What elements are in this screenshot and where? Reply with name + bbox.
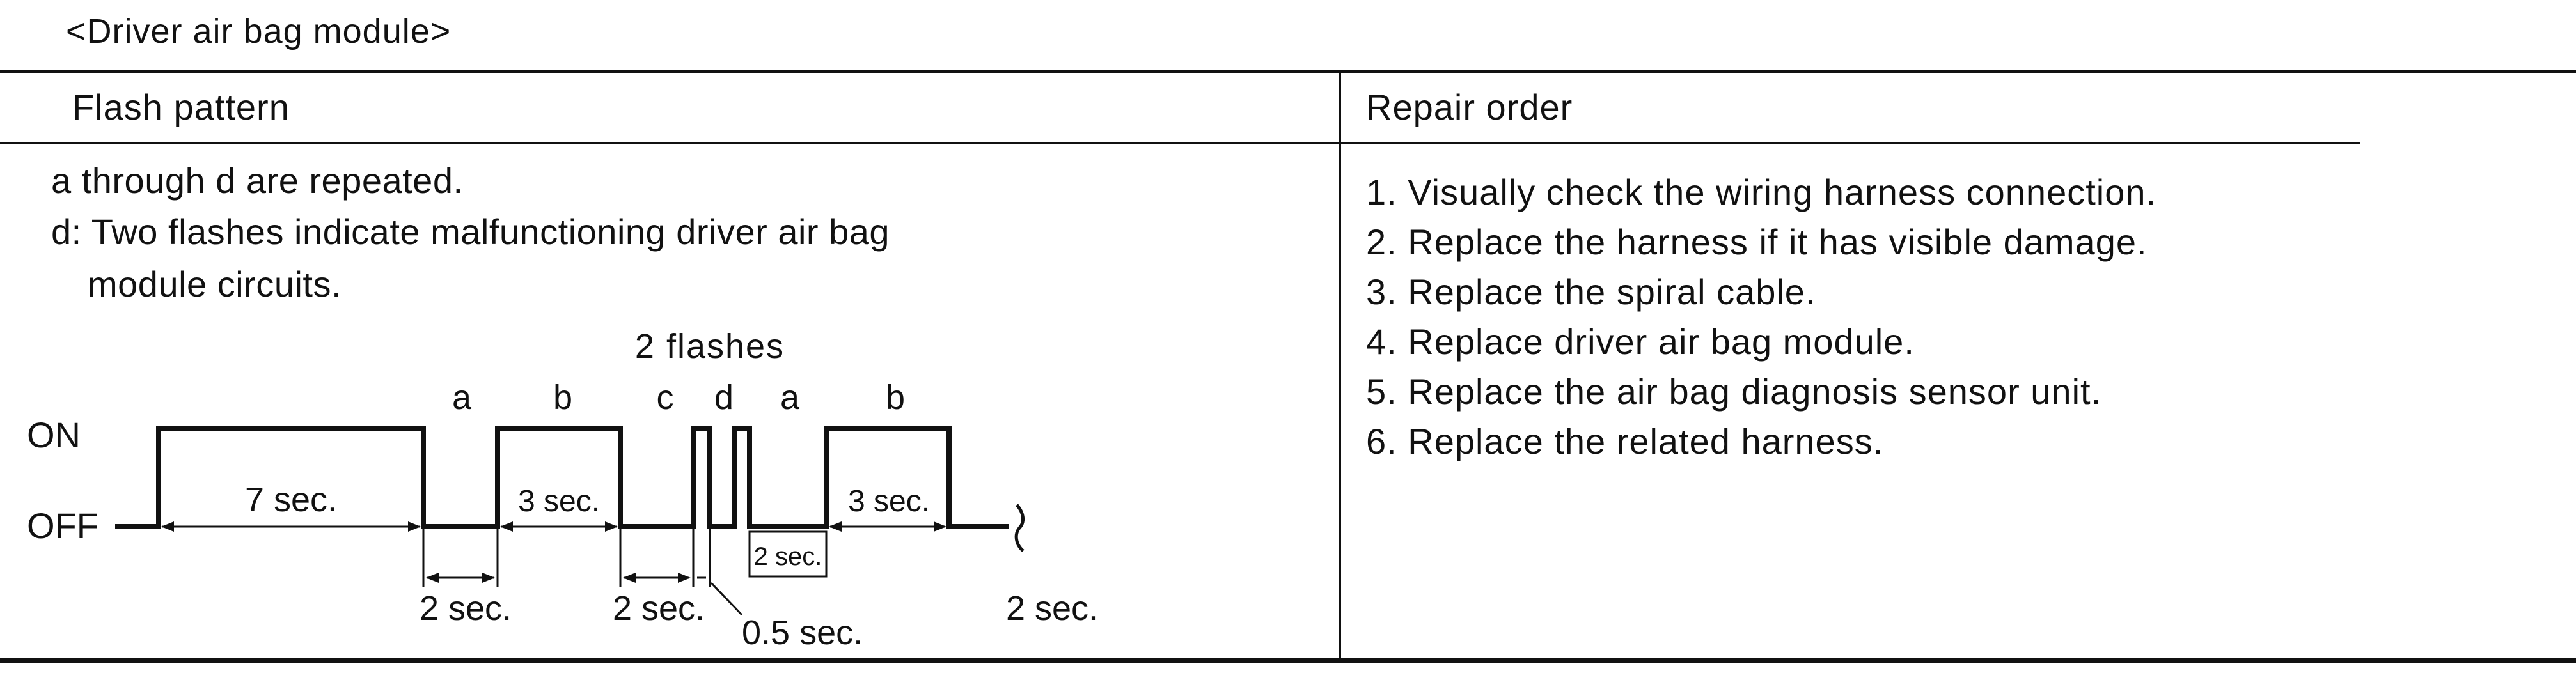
table-header-rule <box>0 142 2360 144</box>
duration-2sec-c1: 2 sec. <box>420 589 512 628</box>
phase-label-c: c <box>657 378 674 417</box>
column-divider <box>1339 72 1341 660</box>
duration-2sec-boxed: 2 sec. <box>754 543 822 571</box>
phase-label-b: b <box>553 378 572 417</box>
repeat-note: a through d are repeated. <box>51 160 464 201</box>
table-top-rule <box>0 70 2576 73</box>
repair-step: 2. Replace the harness if it has visible… <box>1366 222 2148 262</box>
repair-step: 3. Replace the spiral cable. <box>1366 272 1816 312</box>
flashes-label: 2 flashes <box>635 327 785 366</box>
header-flash-pattern: Flash pattern <box>72 87 290 127</box>
leader-05sec <box>710 582 743 616</box>
repair-steps-list: 1. Visually check the wiring harness con… <box>1366 167 2156 467</box>
duration-3sec-first: 3 sec. <box>518 484 600 518</box>
phase-label-a: a <box>452 378 472 417</box>
phase-label-a: a <box>780 378 800 417</box>
off-label: OFF <box>27 506 98 546</box>
repair-step: 4. Replace driver air bag module. <box>1366 321 1915 362</box>
d-note-line1: d: Two flashes indicate malfunctioning d… <box>51 212 890 252</box>
waveform-continuation-mark <box>1014 504 1025 552</box>
table-bottom-rule <box>0 658 2576 663</box>
phase-label-d: d <box>714 378 734 417</box>
duration-2sec-trailing: 2 sec. <box>1006 589 1098 628</box>
duration-7sec: 7 sec. <box>245 481 337 519</box>
duration-box-2sec <box>748 530 828 578</box>
duration-2sec-c2: 2 sec. <box>613 589 705 628</box>
section-caption: <Driver air bag module> <box>66 12 452 50</box>
repair-step: 5. Replace the air bag diagnosis sensor … <box>1366 371 2102 412</box>
flash-waveform <box>115 426 1009 529</box>
header-repair-order: Repair order <box>1366 87 1573 127</box>
phase-label-b: b <box>886 378 905 417</box>
repair-step: 1. Visually check the wiring harness con… <box>1366 172 2157 212</box>
repair-step: 6. Replace the related harness. <box>1366 421 1884 461</box>
d-note-line2: module circuits. <box>88 264 342 304</box>
on-label: ON <box>27 415 81 455</box>
duration-05sec: 0.5 sec. <box>742 614 863 652</box>
flash-pattern-diagram: 2 flashes a b c d a b ON OFF 7 sec. 3 se… <box>27 327 1098 652</box>
duration-3sec-second: 3 sec. <box>848 484 930 518</box>
